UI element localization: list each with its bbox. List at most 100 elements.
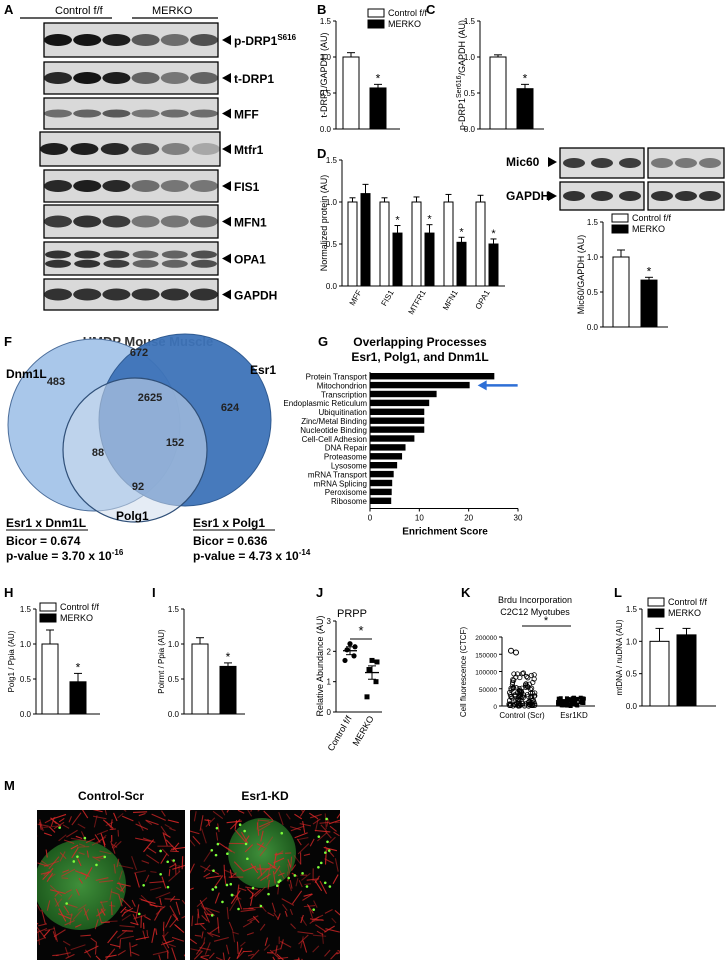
mitochondria-strand xyxy=(303,905,316,908)
mitochondria-strand xyxy=(265,836,274,847)
mitochondria-strand xyxy=(263,810,274,821)
mitochondria-strand xyxy=(309,812,319,820)
mitochondria-strand xyxy=(293,854,302,865)
venn-count: 2625 xyxy=(138,392,162,404)
bar xyxy=(443,201,454,287)
data-point xyxy=(564,696,569,701)
bar xyxy=(411,201,422,287)
mitochondria-strand xyxy=(96,834,107,845)
mitochondria-strand xyxy=(52,954,59,957)
data-point xyxy=(342,657,348,664)
panel-letter-i: I xyxy=(152,585,156,600)
mitochondria-strand xyxy=(200,956,209,960)
mitochondria-strand xyxy=(58,913,71,920)
signal-dot xyxy=(226,852,229,856)
mitochondria-strand xyxy=(247,810,253,817)
mitochondria-strand xyxy=(246,888,254,895)
group-label-control: Control f/f xyxy=(55,5,104,17)
mitochondria-strand xyxy=(225,846,236,854)
mitochondria-strand xyxy=(58,834,67,842)
data-point xyxy=(578,700,583,705)
mitochondria-strand xyxy=(254,886,266,898)
mitochondria-strand xyxy=(197,908,200,919)
mitochondria-strand xyxy=(309,918,324,921)
mitochondria-strand xyxy=(65,953,75,959)
mitochondria-strand xyxy=(144,915,151,921)
legend-label: MERKO xyxy=(388,19,421,29)
mitochondria-strand xyxy=(190,830,200,835)
band xyxy=(619,158,641,168)
mitochondria-strand xyxy=(129,942,132,957)
mitochondria-strand xyxy=(113,812,118,822)
stat-pvalue: p-value = 4.73 x 10-14 xyxy=(193,548,311,563)
x-tick-label: 20 xyxy=(464,514,473,523)
data-point xyxy=(556,702,561,707)
mitochondria-strand xyxy=(227,956,231,960)
mitochondria-strand xyxy=(237,897,243,910)
y-axis-label: Normalized protein (AU) xyxy=(319,175,329,272)
mitochondria-strand xyxy=(334,821,340,824)
mitochondria-strand xyxy=(336,952,340,955)
venn-count: 152 xyxy=(166,437,184,449)
mitochondria-strand xyxy=(160,826,169,837)
mitochondria-strand xyxy=(190,810,192,811)
y-axis-label: Mic60/GAPDH (AU) xyxy=(576,235,586,315)
mitochondria-strand xyxy=(259,923,266,931)
data-point xyxy=(558,698,563,703)
mitochondria-strand xyxy=(146,854,160,864)
mitochondria-strand xyxy=(190,887,194,891)
mitochondria-strand xyxy=(290,856,293,869)
mitochondria-strand xyxy=(199,923,207,931)
signal-dot xyxy=(317,865,320,869)
bar xyxy=(370,470,394,478)
bar xyxy=(347,201,358,287)
mitochondria-strand xyxy=(75,924,82,928)
mitochondria-strand xyxy=(84,867,93,880)
mitochondria-strand xyxy=(121,897,132,909)
mitochondria-strand xyxy=(312,945,320,953)
band-label: MFF xyxy=(234,108,259,122)
mitochondria-strand xyxy=(172,913,179,922)
mitochondria-strand xyxy=(142,837,156,843)
venn-count: 92 xyxy=(132,481,144,493)
mitochondria-strand xyxy=(118,893,123,907)
mitochondria-strand xyxy=(146,820,153,826)
mitochondria-strand xyxy=(285,813,291,820)
mitochondria-strand xyxy=(161,810,166,817)
legend-swatch xyxy=(611,224,629,234)
y-tick-label: 1.5 xyxy=(587,218,599,227)
blot-mff: MFF xyxy=(43,97,259,130)
y-tick-label: Peroxisome xyxy=(325,488,368,497)
band xyxy=(100,143,129,155)
mitochondria-strand xyxy=(95,909,107,917)
mitochondria-strand xyxy=(46,873,54,882)
mitochondria-strand xyxy=(80,934,91,937)
signal-dot xyxy=(319,861,323,865)
data-point xyxy=(519,671,525,677)
mitochondria-strand xyxy=(257,823,271,832)
band xyxy=(160,34,189,46)
bar xyxy=(370,453,403,460)
mitochondria-strand xyxy=(291,890,303,905)
mitochondria-strand xyxy=(84,949,92,958)
band xyxy=(651,191,673,201)
nucleus xyxy=(37,840,126,930)
y-axis-label: mtDNA / nuDNA (AU) xyxy=(615,619,624,695)
data-point xyxy=(532,702,538,708)
legend-swatch xyxy=(647,608,665,618)
y-tick-label: Proteasome xyxy=(324,453,368,462)
mitochondria-strand xyxy=(229,869,233,878)
band-label: t-DRP1 xyxy=(234,72,274,86)
panel-letter-a: A xyxy=(4,2,14,17)
mitochondria-strand xyxy=(68,816,72,823)
mitochondria-strand xyxy=(273,852,277,869)
mitochondria-strand xyxy=(288,884,293,892)
band xyxy=(619,191,641,201)
blot-opa1: OPA1 xyxy=(43,241,266,276)
mitochondria-strand xyxy=(249,892,254,906)
signal-dot xyxy=(323,881,327,885)
y-tick-label: 0.0 xyxy=(626,702,638,711)
mitochondria-strand xyxy=(162,832,168,846)
arrowhead-icon xyxy=(222,289,231,300)
